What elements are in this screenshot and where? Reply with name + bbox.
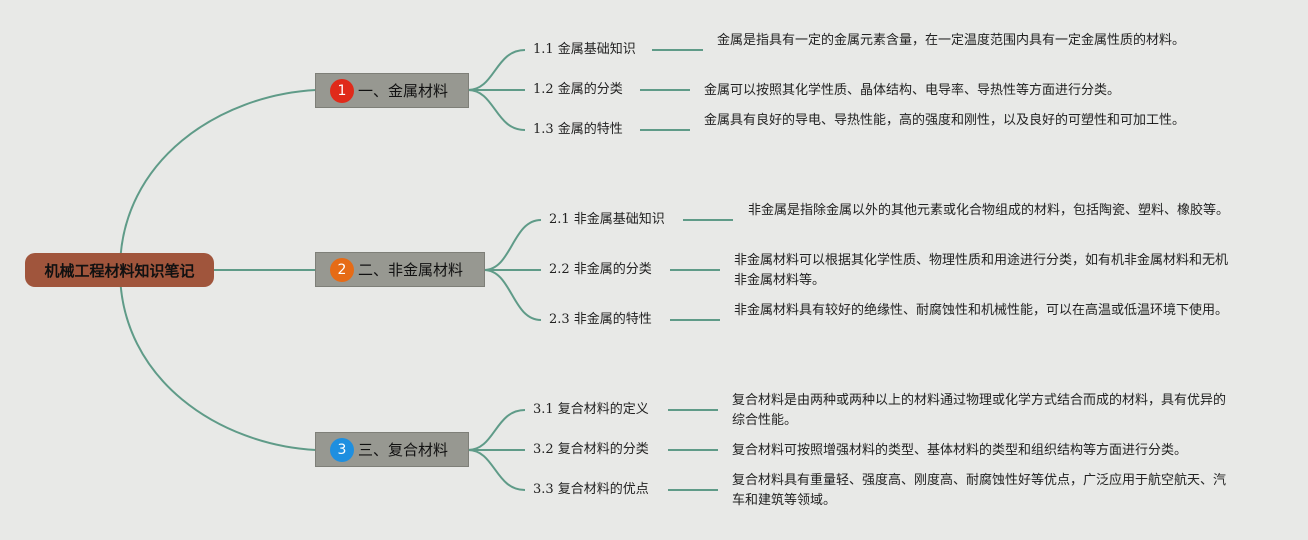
description-2-3: 非金属材料具有较好的绝缘性、耐腐蚀性和机械性能，可以在高温或低温环境下使用。 xyxy=(734,303,1229,318)
description-1-1: 金属是指具有一定的金属元素含量，在一定温度范围内具有一定金属性质的材料。 xyxy=(717,33,1186,48)
description-3-1: 复合材料是由两种或两种以上的材料通过物理或化学方式结合而成的材料，具有优异的综合… xyxy=(732,393,1227,428)
branch-node-metal[interactable]: 1 一、金属材料 xyxy=(315,73,469,108)
branch-3-link-1 xyxy=(467,409,526,451)
description-2-2: 非金属材料可以根据其化学性质、物理性质和用途进行分类，如有机非金属材料和无机非金… xyxy=(734,253,1229,288)
branch-node-nonmetal[interactable]: 2 二、非金属材料 xyxy=(315,252,485,287)
branch-1-link-3 xyxy=(467,89,526,131)
description-1-2: 金属可以按照其化学性质、晶体结构、电导率、导热性等方面进行分类。 xyxy=(704,83,1121,98)
description-3-3: 复合材料具有重量轻、强度高、刚度高、耐腐蚀性好等优点，广泛应用于航空航天、汽车和… xyxy=(732,473,1227,508)
root-link-1 xyxy=(119,89,317,271)
number-badge-2: 2 xyxy=(330,257,354,282)
subtopic-1-3[interactable]: 1.3 金属的特性 xyxy=(533,122,623,137)
root-label: 机械工程材料知识笔记 xyxy=(44,261,195,280)
branch-2-link-3 xyxy=(483,269,542,321)
branch-label-composite: 三、复合材料 xyxy=(358,441,449,459)
root-node[interactable]: 机械工程材料知识笔记 xyxy=(25,253,214,287)
subtopic-3-2[interactable]: 3.2 复合材料的分类 xyxy=(533,442,649,457)
branch-2-link-1 xyxy=(483,219,542,271)
subtopic-2-1[interactable]: 2.1 非金属基础知识 xyxy=(549,212,665,227)
branch-1-link-1 xyxy=(467,49,526,91)
branch-label-metal: 一、金属材料 xyxy=(358,82,449,100)
branch-label-nonmetal: 二、非金属材料 xyxy=(358,261,464,279)
root-link-3 xyxy=(119,269,317,451)
branch-node-composite[interactable]: 3 三、复合材料 xyxy=(315,432,469,467)
description-3-2: 复合材料可按照增强材料的类型、基体材料的类型和组织结构等方面进行分类。 xyxy=(732,443,1188,458)
subtopic-3-3[interactable]: 3.3 复合材料的优点 xyxy=(533,482,649,497)
number-badge-1: 1 xyxy=(330,78,354,103)
branch-3-link-3 xyxy=(467,449,526,491)
subtopic-2-3[interactable]: 2.3 非金属的特性 xyxy=(549,312,652,327)
subtopic-1-2[interactable]: 1.2 金属的分类 xyxy=(533,82,623,97)
subtopic-1-1[interactable]: 1.1 金属基础知识 xyxy=(533,42,636,57)
description-1-3: 金属具有良好的导电、导热性能，高的强度和刚性，以及良好的可塑性和可加工性。 xyxy=(704,113,1186,128)
subtopic-2-2[interactable]: 2.2 非金属的分类 xyxy=(549,262,652,277)
subtopic-3-1[interactable]: 3.1 复合材料的定义 xyxy=(533,402,649,417)
number-badge-3: 3 xyxy=(330,437,354,462)
description-2-1: 非金属是指除金属以外的其他元素或化合物组成的材料，包括陶瓷、塑料、橡胶等。 xyxy=(748,203,1230,218)
